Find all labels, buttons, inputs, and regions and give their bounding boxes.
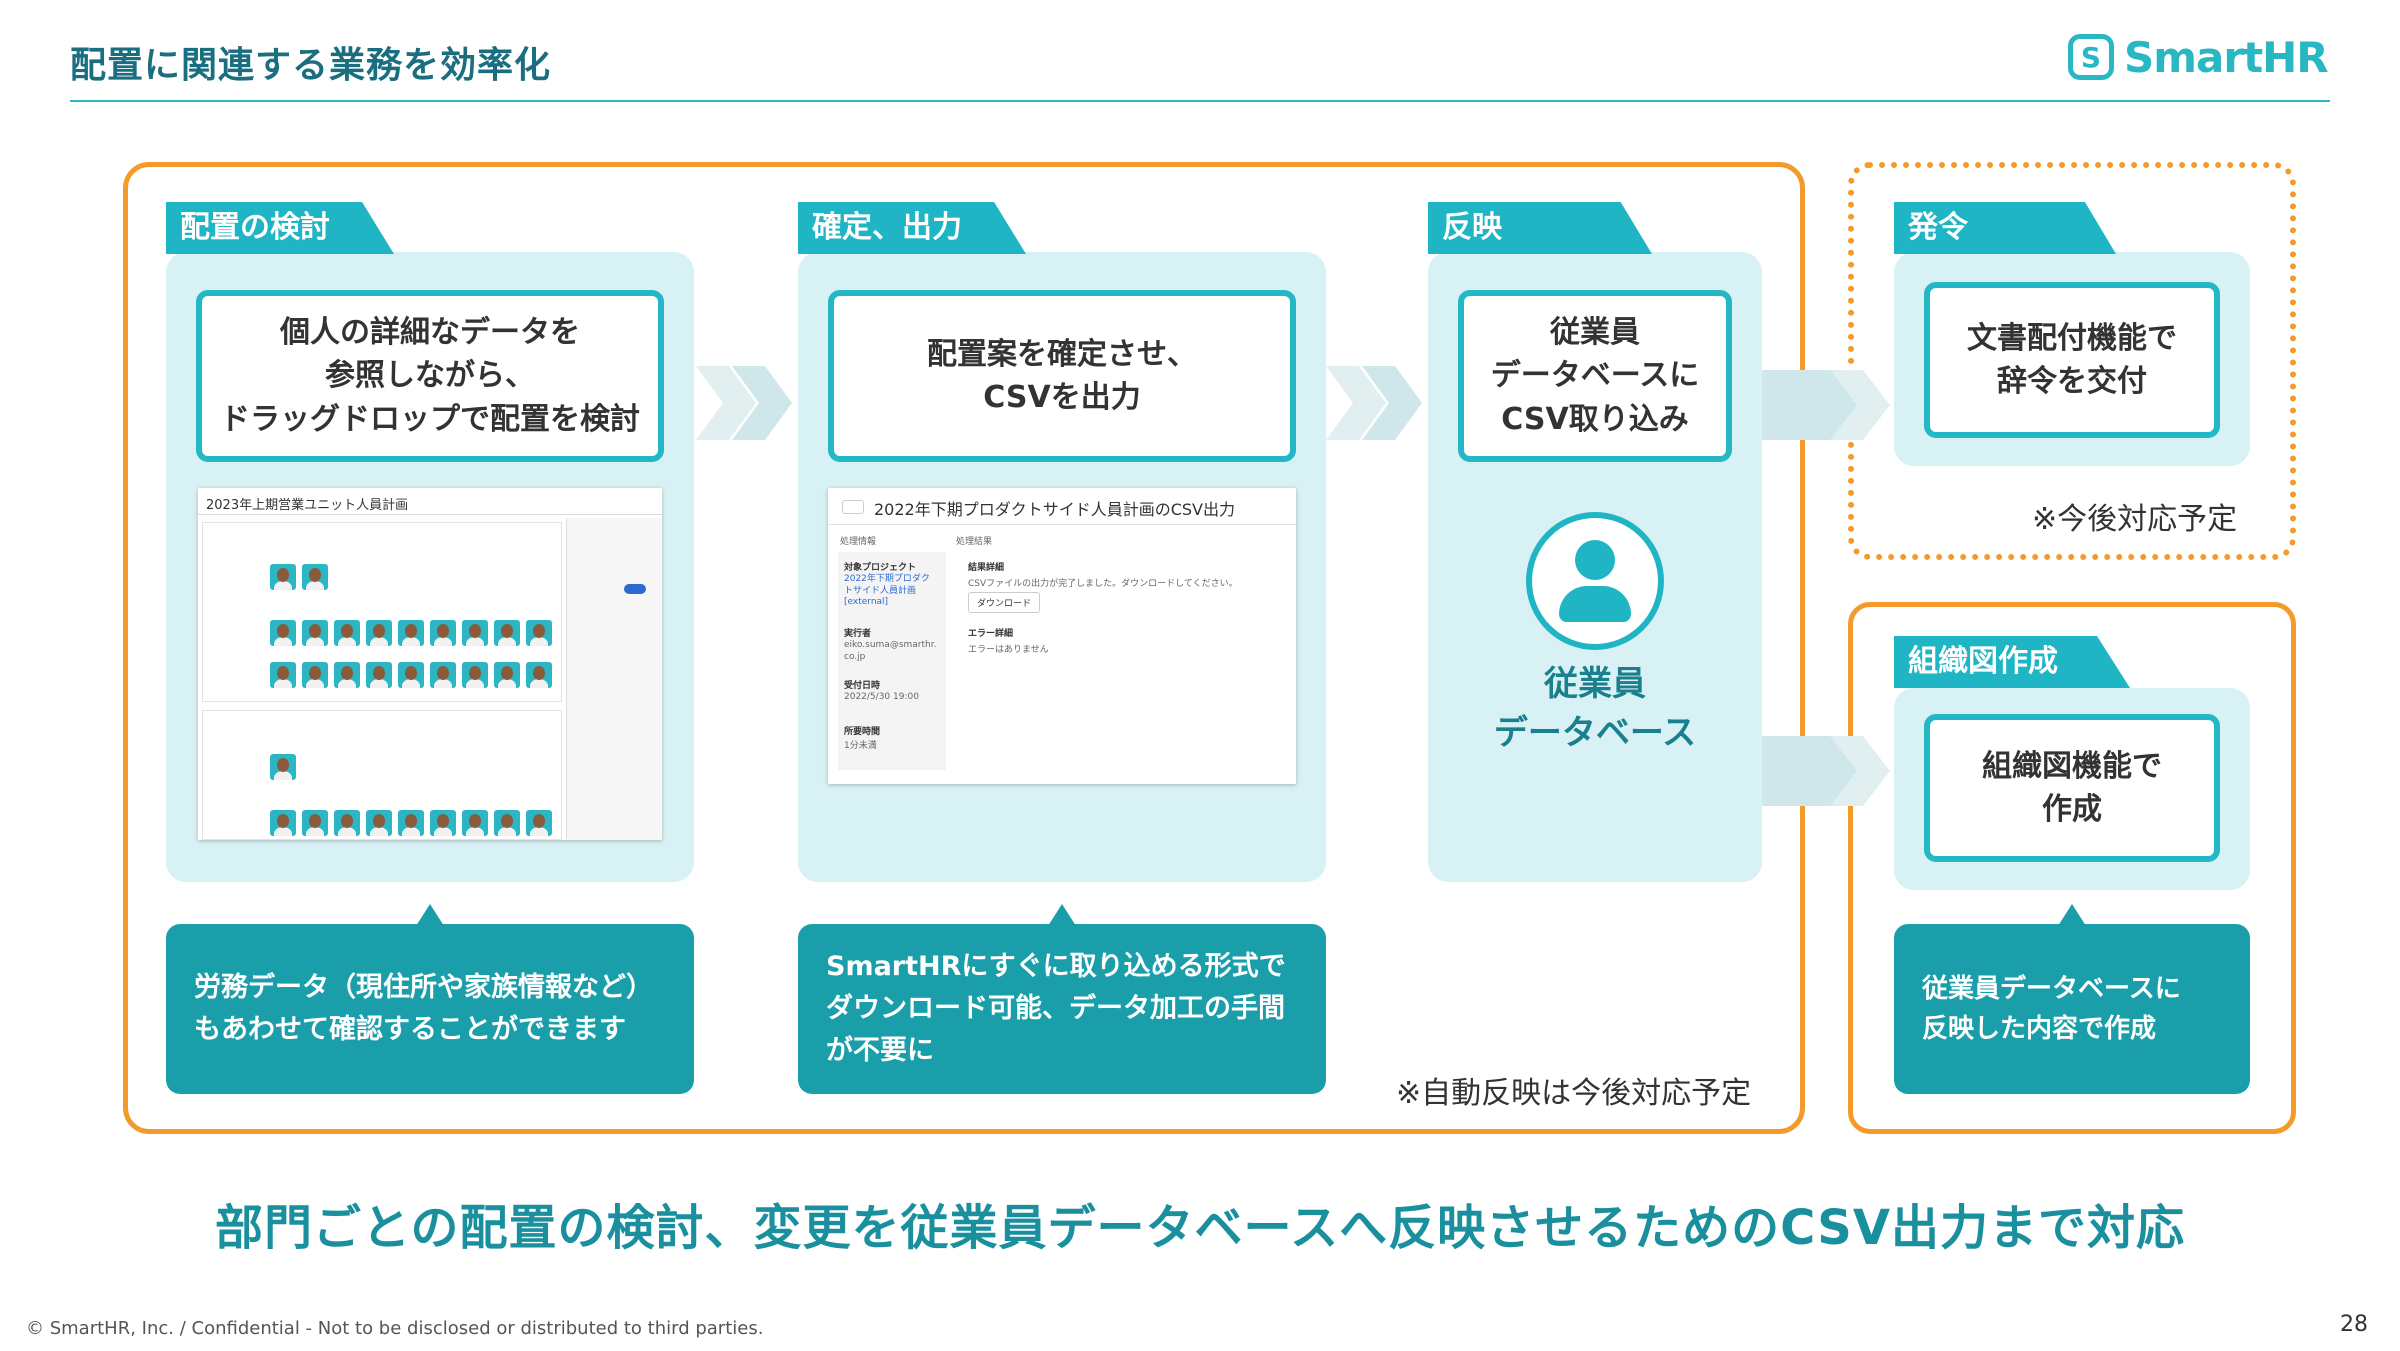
- face-row-1: [270, 564, 328, 590]
- step-box-hatsurei: 文書配付機能で 辞令を交付: [1924, 282, 2220, 438]
- employee-database-icon: [1526, 512, 1664, 650]
- tab-hatsurei: 発令: [1894, 202, 2116, 254]
- csv-error-label: エラー詳細: [968, 629, 1014, 639]
- employee-photo[interactable]: [302, 620, 328, 646]
- employee-photo[interactable]: [270, 620, 296, 646]
- csv-received-value: 2022/5/30 19:00: [844, 692, 919, 702]
- employee-photo[interactable]: [366, 810, 392, 836]
- csv-error-value: エラーはありません: [968, 645, 1049, 655]
- employee-photo[interactable]: [334, 620, 360, 646]
- employee-database-label: 従業員 データベース: [1493, 664, 1697, 754]
- callout-kakutei: SmartHRにすぐに取り込める形式で ダウンロード可能、データ加工の手間 が不…: [798, 924, 1326, 1094]
- employee-photo[interactable]: [430, 620, 456, 646]
- csv-executor-value: eiko.suma@smarthr.co.jp: [844, 640, 937, 662]
- csv-result-value: CSVファイルの出力が完了しました。ダウンロードしてください。: [968, 579, 1238, 589]
- employee-photo[interactable]: [526, 810, 552, 836]
- plan-board-header-line: [198, 514, 662, 515]
- employee-photo[interactable]: [270, 564, 296, 590]
- plan-unit-2: [202, 710, 562, 840]
- smarthr-logo: S SmartHR: [2068, 30, 2329, 84]
- employee-photo[interactable]: [302, 564, 328, 590]
- employee-photo[interactable]: [366, 620, 392, 646]
- csv-duration-value: 1分未満: [844, 741, 877, 751]
- employee-photo[interactable]: [462, 620, 488, 646]
- csv-executor-label: 実行者: [844, 629, 872, 639]
- csv-download-button[interactable]: ダウンロード: [968, 592, 1041, 613]
- slide-title: 配置に関連する業務を効率化: [70, 45, 552, 86]
- face-row-4: [270, 754, 296, 780]
- logo-mark-icon: S: [2068, 34, 2114, 80]
- callout-kento: 労務データ（現住所や家族情報など） もあわせて確認することができます: [166, 924, 694, 1094]
- plan-board-title: 2023年上期営業ユニット人員計画: [206, 498, 409, 513]
- employee-photo[interactable]: [526, 620, 552, 646]
- future-frame: [1848, 162, 2296, 560]
- employee-photo[interactable]: [398, 662, 424, 688]
- employee-photo[interactable]: [302, 810, 328, 836]
- csv-right-header: 処理結果: [956, 537, 993, 547]
- employee-photo[interactable]: [302, 662, 328, 688]
- tab-soshiki: 組織図作成: [1894, 636, 2130, 688]
- employee-photo[interactable]: [430, 810, 456, 836]
- plan-board-screenshot: 2023年上期営業ユニット人員計画: [198, 488, 662, 840]
- csv-export-title: 2022年下期プロダクトサイド人員計画のCSV出力: [874, 500, 1235, 519]
- employee-photo[interactable]: [462, 810, 488, 836]
- employee-photo[interactable]: [334, 810, 360, 836]
- employee-photo[interactable]: [494, 810, 520, 836]
- plan-unit-1: [202, 522, 562, 702]
- employee-photo[interactable]: [270, 662, 296, 688]
- face-row-5: [270, 810, 552, 836]
- person-head-shape: [1575, 540, 1615, 580]
- callout-kakutei-pointer: [1048, 904, 1076, 926]
- csv-header-line: [828, 524, 1296, 525]
- step-box-kakutei: 配置案を確定させ、 CSVを出力: [828, 290, 1296, 462]
- step-box-hanei: 従業員 データベースに CSV取り込み: [1458, 290, 1732, 462]
- csv-back-chip: [842, 500, 864, 514]
- person-body-shape: [1559, 586, 1631, 622]
- org-chart-frame: [1848, 602, 2296, 1134]
- tab-kakutei: 確定、出力: [798, 202, 1026, 254]
- employee-photo[interactable]: [398, 620, 424, 646]
- plan-board-sidebar: [566, 518, 662, 840]
- step-box-kento: 個人の詳細なデータを 参照しながら、 ドラッグドロップで配置を検討: [196, 290, 664, 462]
- hatsurei-future-note: ※今後対応予定: [2032, 502, 2238, 537]
- header-divider: [70, 100, 2330, 102]
- logo-text: SmartHR: [2124, 32, 2329, 82]
- csv-left-header: 処理情報: [840, 537, 877, 547]
- sidebar-toggle: [624, 584, 646, 594]
- csv-info-panel: [838, 552, 946, 770]
- employee-photo[interactable]: [366, 662, 392, 688]
- page-number: 28: [2340, 1312, 2368, 1337]
- face-row-2: [270, 620, 552, 646]
- csv-target-link[interactable]: 2022年下期プロダクトサイド人員計画 [external]: [844, 574, 930, 608]
- tab-hanei: 反映: [1428, 202, 1652, 254]
- employee-photo[interactable]: [494, 620, 520, 646]
- employee-photo[interactable]: [270, 810, 296, 836]
- callout-soshiki-pointer: [2058, 904, 2086, 926]
- step-box-soshiki: 組織図機能で 作成: [1924, 714, 2220, 862]
- csv-export-screenshot: 2022年下期プロダクトサイド人員計画のCSV出力 処理情報 処理結果 対象プロ…: [828, 488, 1296, 784]
- employee-photo[interactable]: [334, 662, 360, 688]
- summary-headline: 部門ごとの配置の検討、変更を従業員データベースへ反映させるためのCSV出力まで対…: [215, 1200, 2185, 1256]
- csv-duration-label: 所要時間: [844, 727, 881, 737]
- employee-photo[interactable]: [494, 662, 520, 688]
- employee-photo[interactable]: [430, 662, 456, 688]
- employee-photo[interactable]: [270, 754, 296, 780]
- employee-photo[interactable]: [462, 662, 488, 688]
- employee-photo[interactable]: [526, 662, 552, 688]
- csv-result-label: 結果詳細: [968, 563, 1005, 573]
- callout-soshiki: 従業員データベースに 反映した内容で作成: [1894, 924, 2250, 1094]
- csv-received-label: 受付日時: [844, 681, 881, 691]
- main-flow-frame: [123, 162, 1805, 1134]
- confidential-footer: © SmartHR, Inc. / Confidential - Not to …: [26, 1318, 764, 1339]
- callout-kento-pointer: [416, 904, 444, 926]
- tab-kento: 配置の検討: [166, 202, 394, 254]
- csv-target-label: 対象プロジェクト: [844, 563, 917, 573]
- employee-photo[interactable]: [398, 810, 424, 836]
- auto-reflect-note: ※自動反映は今後対応予定: [1396, 1076, 1752, 1111]
- face-row-3: [270, 662, 552, 688]
